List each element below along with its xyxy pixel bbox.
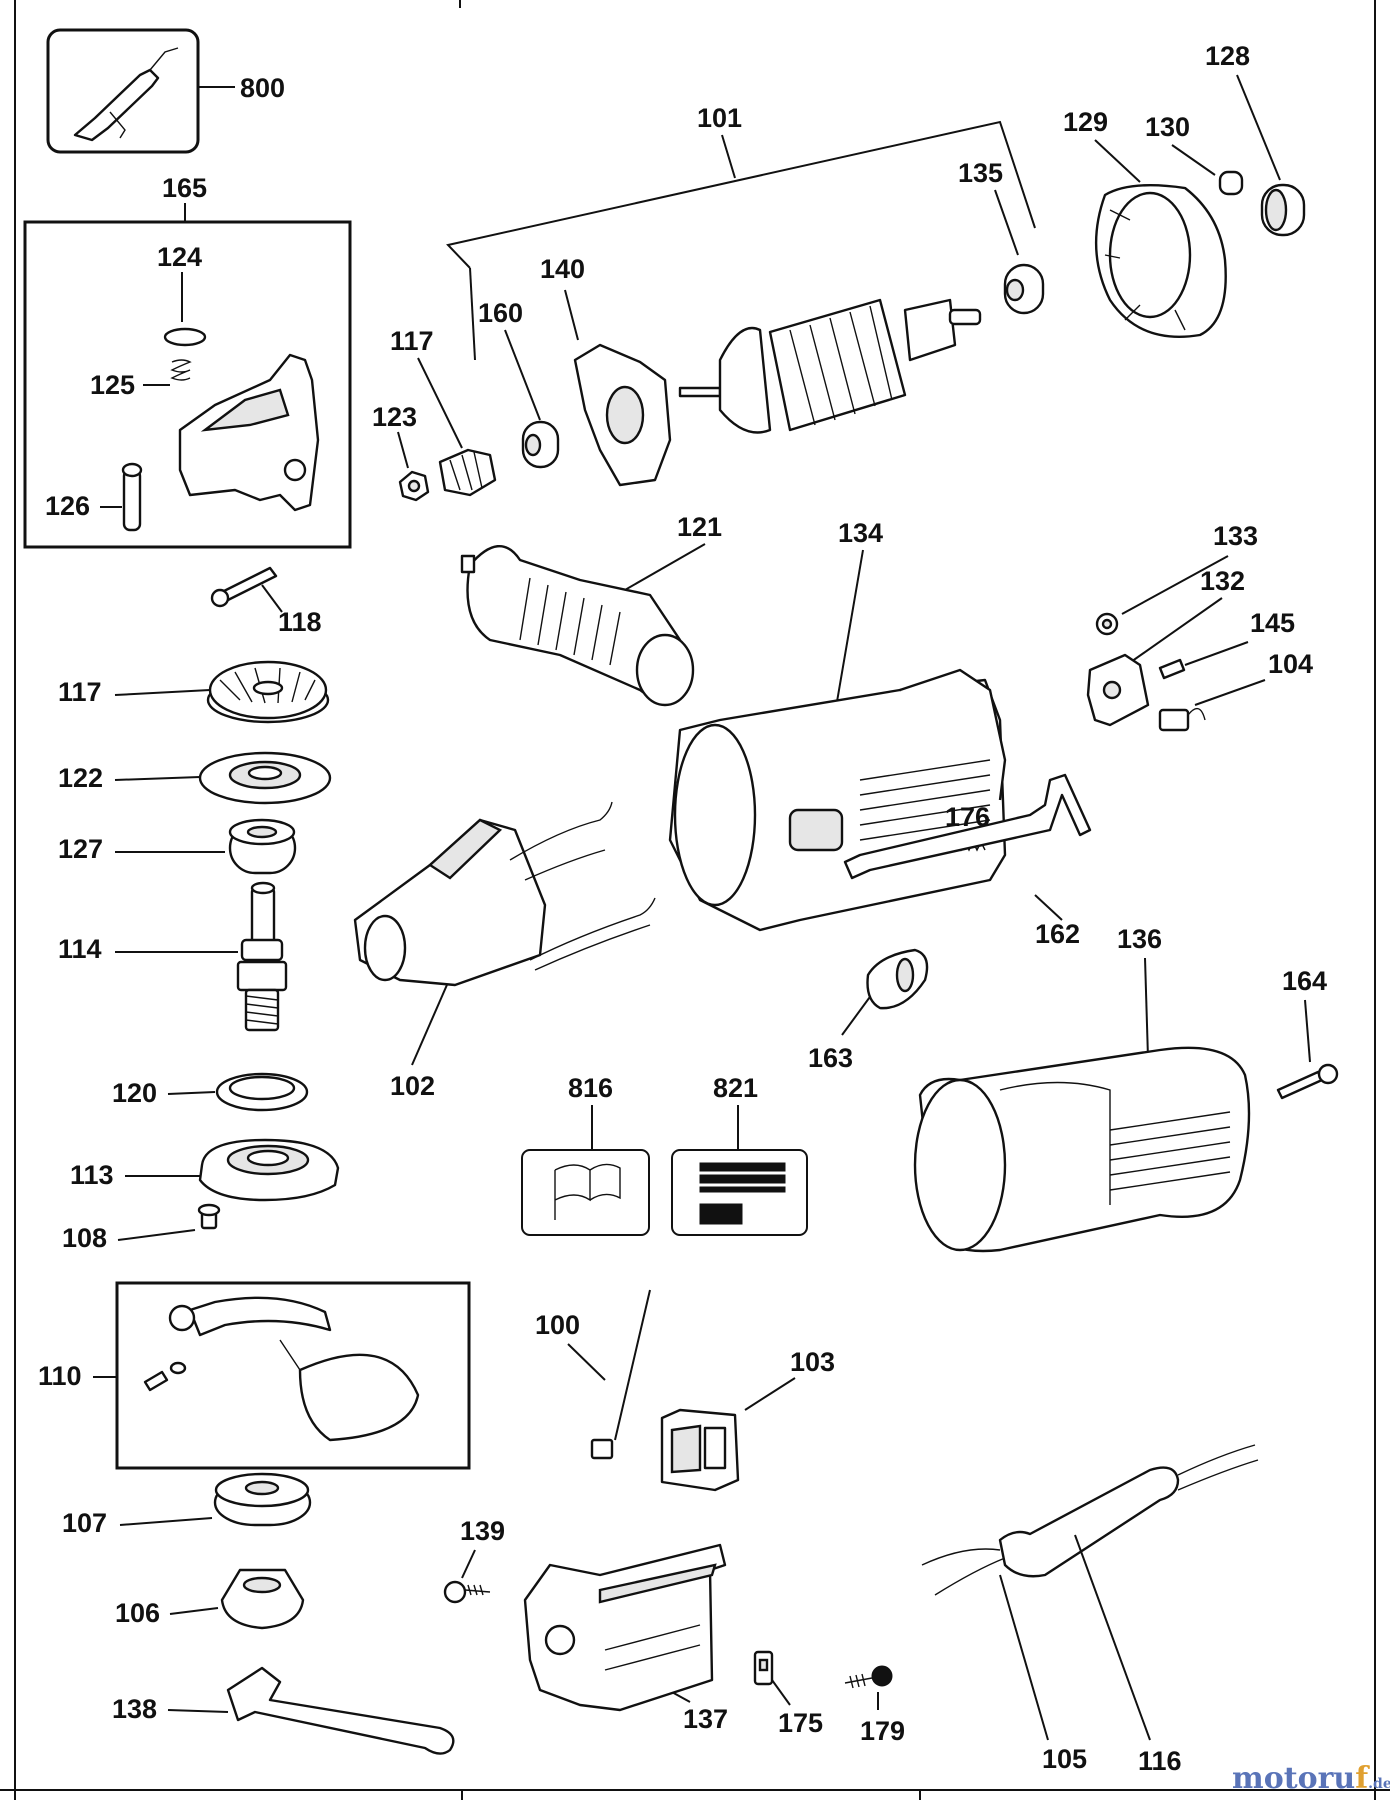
part-104-brush: 104 [1158,649,1313,732]
part-122-washer: 122 [58,751,332,805]
label-108: 108 [62,1223,107,1253]
part-118-screw: 118 [210,566,322,637]
label-104: 104 [1268,649,1313,679]
label-816: 816 [568,1073,613,1103]
part-132-brush-holder: 132 [1086,566,1245,727]
part-164-screw: 164 [1276,966,1339,1100]
label-175: 175 [778,1708,823,1738]
part-106-flange-nut: 106 [115,1568,305,1630]
part-113-flange: 113 [70,1138,340,1202]
label-114: 114 [58,934,102,964]
part-108-screw: 108 [62,1203,221,1253]
part-135-bearing: 135 [958,158,1045,315]
label-821: 821 [713,1073,758,1103]
label-101: 101 [697,103,742,133]
label-162: 162 [1035,919,1080,949]
part-136-rear-housing: 136 [913,924,1251,1253]
part-120-ring: 120 [112,1072,309,1112]
label-129: 129 [1063,107,1108,137]
label-135: 135 [958,158,1003,188]
part-140-baffle: 140 [540,254,672,487]
label-160: 160 [478,298,523,328]
assembly-101-armature: 101 [446,103,1036,361]
watermark-suffix: .de [1368,1776,1390,1792]
watermark-accent: f [1355,1761,1370,1796]
watermark-brand: motoru [1232,1761,1355,1796]
part-105-116-cord: 105 116 [921,1444,1259,1776]
label-106: 106 [115,1598,160,1628]
label-134: 134 [838,518,883,548]
watermark-logo: motoruf.de [1232,1761,1390,1796]
label-122: 122 [58,763,103,793]
label-130: 130 [1145,112,1190,142]
part-137-switch-housing: 137 [523,1543,728,1734]
part-100-cable-tie: 100 [535,1289,651,1460]
part-117-bevel-gear: 117 [58,660,330,724]
label-127: 127 [58,834,103,864]
label-100: 100 [535,1310,580,1340]
label-138: 138 [112,1694,157,1724]
part-179-screw: 179 [844,1665,905,1746]
part-102-field-coil: 102 [353,801,656,1101]
label-117-pinion: 117 [390,326,434,356]
label-105: 105 [1042,1744,1087,1774]
part-145-screw: 145 [1158,608,1295,680]
label-103: 103 [790,1347,835,1377]
label-163: 163 [808,1043,853,1073]
part-138-spanner: 138 [112,1666,455,1755]
part-175-clamp: 175 [753,1650,823,1738]
label-126: 126 [45,491,90,521]
label-145: 145 [1250,608,1295,638]
part-130-bushing: 130 [1145,112,1244,196]
part-117-pinion: 117 [390,326,497,497]
label-139: 139 [460,1516,505,1546]
label-165: 165 [162,173,207,203]
label-121: 121 [677,512,722,542]
label-123: 123 [372,402,417,432]
label-164: 164 [1282,966,1327,996]
assembly-110-guard: 110 [38,1281,471,1470]
label-179: 179 [860,1716,905,1746]
label-132: 132 [1200,566,1245,596]
label-133: 133 [1213,521,1258,551]
part-162-switch-rod: 162 [843,773,1092,949]
part-114-spindle: 114 [58,881,288,1032]
label-113: 113 [70,1160,114,1190]
label-125: 125 [90,370,135,400]
part-800-tool: 800 [46,28,285,154]
part-134-motor-housing: 134 [668,518,1007,932]
part-123-nut: 123 [372,402,430,502]
label-128: 128 [1205,41,1250,71]
assembly-165: 165 124 125 126 [23,173,352,549]
part-139-screw: 139 [443,1516,505,1604]
label-102: 102 [390,1071,435,1101]
label-136: 136 [1117,924,1162,954]
label-118: 118 [278,607,322,637]
label-117-gear: 117 [58,677,102,707]
part-816-label: 816 [521,1073,650,1236]
part-133-spring: 133 [1095,521,1258,636]
label-137: 137 [683,1704,728,1734]
part-121-side-handle: 121 [460,512,722,707]
label-124: 124 [157,242,202,272]
part-127-bearing: 127 [58,818,297,875]
part-128-ring: 128 [1205,41,1306,237]
label-140: 140 [540,254,585,284]
label-800: 800 [240,73,285,103]
part-129-housing: 129 [1063,107,1227,339]
part-163-button: 163 [808,948,929,1073]
label-107: 107 [62,1508,107,1538]
part-107-nut: 107 [62,1472,312,1538]
part-armature-body [678,298,982,434]
label-120: 120 [112,1078,157,1108]
part-821-label: 821 [671,1073,808,1236]
label-116: 116 [1138,1746,1182,1776]
label-110: 110 [38,1361,82,1391]
part-103-switch: 103 [660,1347,835,1492]
part-160-bearing: 160 [478,298,560,469]
svg-text:motoruf.de: motoruf.de [1232,1761,1390,1796]
